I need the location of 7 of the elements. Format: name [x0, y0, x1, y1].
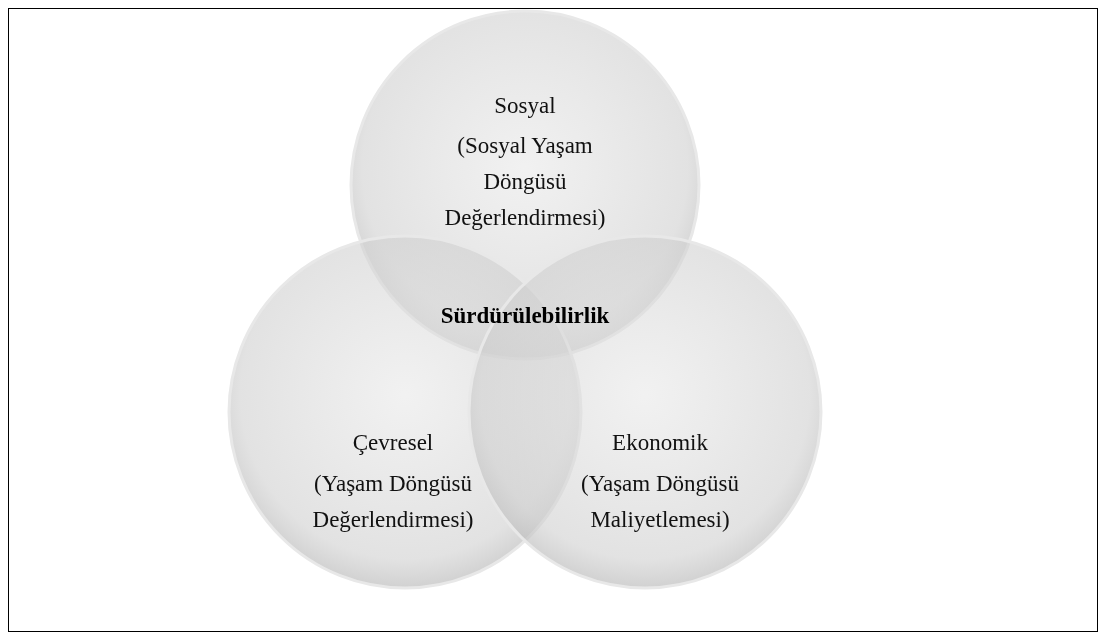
circle-subtitle: (Yaşam Döngüsü Değerlendirmesi) [311, 470, 475, 534]
circle-title: Sosyal [493, 92, 557, 120]
circle-title: Ekonomik [611, 429, 709, 457]
circle-title: Çevresel [351, 429, 435, 457]
circle-subtitle: (Yaşam Döngüsü Maliyetlemesi) [579, 470, 740, 534]
center-label: Sürdürülebilirlik [440, 303, 610, 329]
circle-subtitle: (Sosyal Yaşam Döngüsü Değerlendirmesi) [443, 132, 607, 232]
